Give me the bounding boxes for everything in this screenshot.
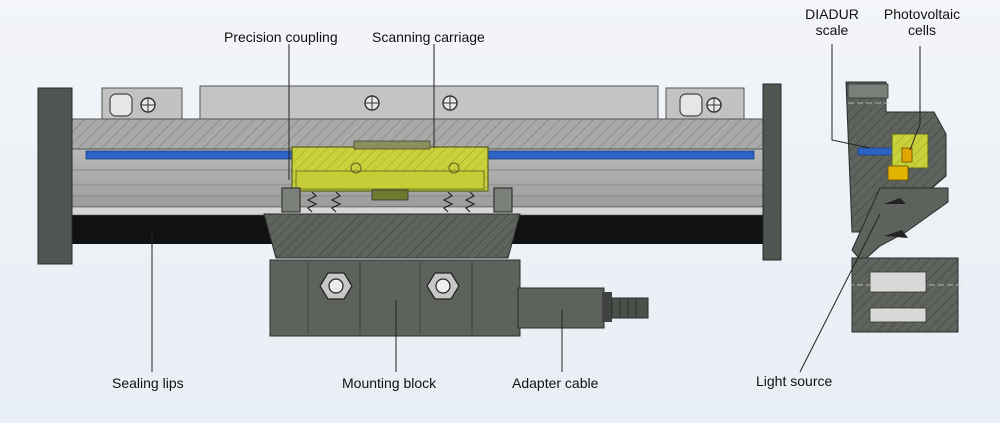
label-diadur-line2: scale [815,22,849,38]
center-flange [199,85,659,121]
cross-section [845,81,962,333]
label-scanning-carriage: Scanning carriage [372,29,485,45]
label-photovoltaic-line2: cells [907,22,936,38]
label-light-source: Light source [756,373,833,389]
leader-lines [151,44,921,373]
scanning-carriage [291,140,489,201]
leader-light-source [799,213,881,373]
label-photovoltaic-cells: Photovoltaic cells [874,6,970,38]
right-end-cap [762,83,782,261]
label-diadur-line1: DIADUR [805,6,859,22]
right-flange [665,87,745,121]
leader-diadur-scale [831,44,871,149]
precision-coupling-springs [281,187,513,213]
leader-photovoltaic-cells [909,46,921,151]
label-adapter-cable: Adapter cable [512,375,599,391]
left-end-cap [37,87,73,265]
label-precision-coupling: Precision coupling [224,29,338,45]
label-diadur-scale: DIADUR scale [800,6,864,38]
adapter-cable [517,287,649,329]
label-mounting-block: Mounting block [342,375,437,391]
label-sealing-lips: Sealing lips [112,375,184,391]
mounting-block [263,213,521,337]
label-photovoltaic-line1: Photovoltaic [883,6,961,22]
